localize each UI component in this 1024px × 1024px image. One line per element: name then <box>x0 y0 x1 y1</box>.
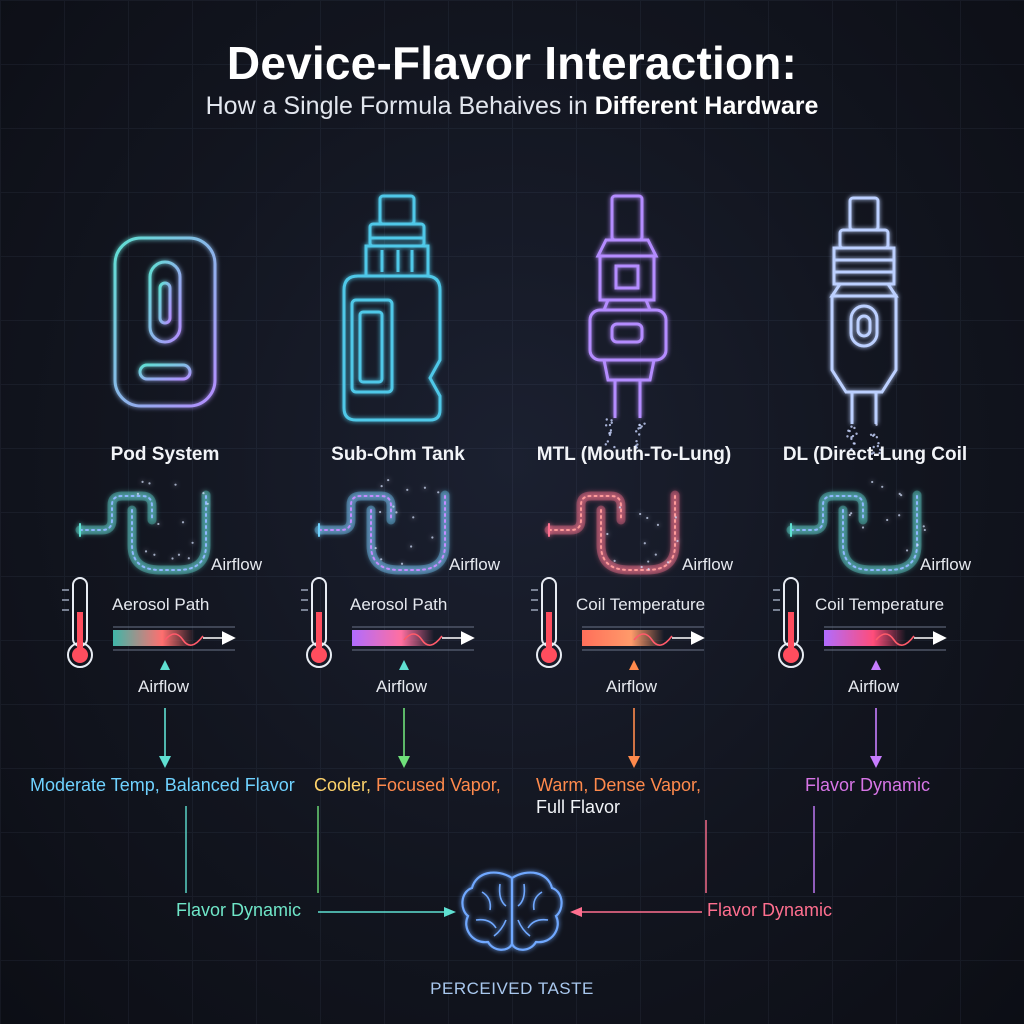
vapor-particles <box>604 418 882 455</box>
outcome-pod: Moderate Temp, Balanced Flavor <box>30 775 295 795</box>
sub-ohm-tank-icon <box>342 194 442 422</box>
airflow-label-pod: Airflow <box>211 555 263 574</box>
airflow-pipe-pod <box>75 480 211 575</box>
airflow-label-sub-ohm: Airflow <box>449 555 501 574</box>
gauge-label-dl: Coil Temperature <box>815 595 945 614</box>
device-label-mtl: MTL (Mouth-To-Lung) <box>536 444 732 465</box>
outcome-mtl-line2: Full Flavor <box>536 797 621 817</box>
airflow-bottom-label-mtl: Airflow <box>606 677 658 696</box>
flavor-dynamic-right: Flavor Dynamic <box>707 900 833 920</box>
airflow-triangle-sub-ohm <box>399 660 409 670</box>
perceived-taste-label: PERCEIVED TASTE <box>430 979 594 998</box>
gauge-label-sub-ohm: Aerosol Path <box>350 595 448 614</box>
page-title: Device-Flavor Interaction: <box>226 37 798 89</box>
airflow-bottom-label-sub-ohm: Airflow <box>376 677 428 696</box>
pod-system-icon <box>113 236 217 408</box>
flow-bar-mtl <box>582 626 705 651</box>
outcome-arrows <box>159 708 882 768</box>
dl-coil-icon <box>829 196 899 424</box>
airflow-label-mtl: Airflow <box>682 555 734 574</box>
gauge-label-pod: Aerosol Path <box>112 595 210 614</box>
outcome-mtl-line1: Warm, Dense Vapor, <box>536 775 702 795</box>
thermometer-icon-sub-ohm <box>301 577 332 668</box>
outcome-dl: Flavor Dynamic <box>805 775 931 795</box>
flow-bar-dl <box>824 626 947 651</box>
airflow-pipe-mtl <box>544 490 680 575</box>
airflow-pipe-sub-ohm <box>314 478 450 575</box>
outcome-sub-ohm-part1: Cooler, <box>314 775 377 795</box>
flow-bar-sub-ohm <box>352 626 475 651</box>
thermometer-icon-dl <box>773 577 804 668</box>
airflow-label-dl: Airflow <box>920 555 972 574</box>
subtitle-emphasis: Different Hardware <box>594 92 819 120</box>
airflow-triangle-dl <box>871 660 881 670</box>
airflow-pipe-dl <box>786 480 926 575</box>
brain-icon <box>461 871 563 951</box>
airflow-bottom-label-dl: Airflow <box>848 677 900 696</box>
airflow-bottom-label-pod: Airflow <box>138 677 190 696</box>
gauge-label-mtl: Coil Temperature <box>576 595 706 614</box>
thermometer-icon-mtl <box>531 577 562 668</box>
airflow-triangle-pod <box>160 660 170 670</box>
device-label-dl: DL (Direct-Lung Coil <box>782 444 968 465</box>
flow-bar-pod <box>113 626 236 651</box>
convergence-lines <box>185 806 815 917</box>
airflow-triangle-mtl <box>629 660 639 670</box>
outcome-mtl: Warm, Dense Vapor,Full Flavor <box>536 774 701 818</box>
outcome-sub-ohm-part2: Focused Vapor, <box>376 775 501 795</box>
device-label-pod-system: Pod System <box>110 444 220 465</box>
thermometer-icon-pod <box>62 577 93 668</box>
flavor-dynamic-left: Flavor Dynamic <box>176 900 302 920</box>
outcome-sub-ohm: Cooler, Focused Vapor, <box>314 774 501 796</box>
mtl-device-icon <box>588 194 668 418</box>
device-label-sub-ohm-tank: Sub-Ohm Tank <box>331 444 465 465</box>
subtitle-prefix: How a Single Formula Behaives in <box>205 92 595 120</box>
page-subtitle: How a Single Formula Behaives in Differe… <box>0 92 1024 121</box>
